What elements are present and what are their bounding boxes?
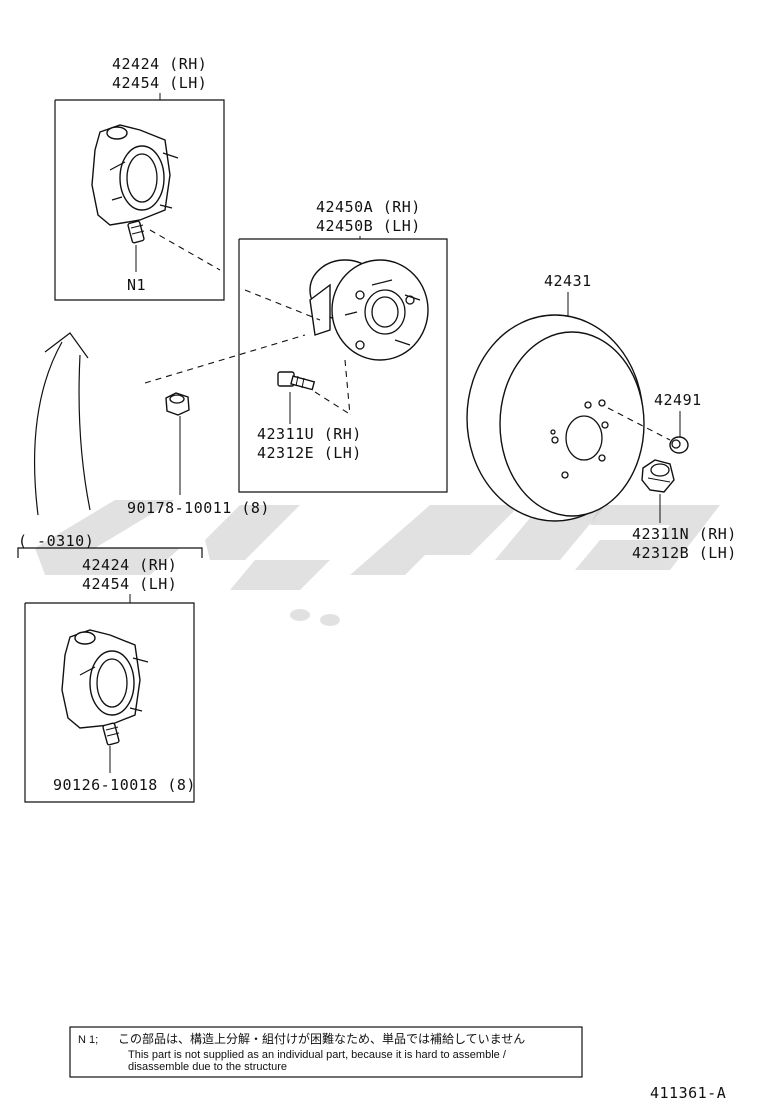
knuckle-upper-part [91, 124, 179, 226]
knuckle-upper-lh-label: 42454 (LH) [112, 74, 207, 92]
wheel-nut-lh-label: 42312B (LH) [632, 544, 737, 562]
knuckle-lower-part [61, 629, 149, 729]
knuckle-lower-lh-label: 42454 (LH) [82, 575, 177, 593]
hub-group: 42450A (RH) 42450B (LH) 4 [144, 198, 448, 493]
hub-lh-label: 42450B (LH) [316, 217, 421, 235]
watermark-logo [35, 500, 720, 626]
knuckle-lower-bolt-label: 90126-10018 (8) [53, 776, 196, 794]
knuckle-upper-group: 42424 (RH) 42454 (LH) N1 [54, 55, 225, 301]
brake-disc-label: 42431 [544, 272, 592, 290]
wheel-nut-part [641, 459, 675, 493]
knuckle-lower-group: ( -0310) 42424 (RH) 42454 (LH) 90126-100… [17, 532, 203, 803]
wheel-nut-group: 42311N (RH) 42312B (LH) [632, 459, 737, 562]
brake-disc-part [466, 314, 645, 522]
range-bracket [17, 547, 203, 558]
knuckle-upper-frame [54, 99, 225, 301]
knuckle-lower-bolt [102, 722, 120, 746]
knuckle-upper-stud [127, 220, 145, 244]
knuckle-upper-note-label: N1 [127, 276, 146, 294]
hub-nut-part [165, 392, 190, 416]
hub-bolt-rh-label: 42311U (RH) [257, 425, 362, 443]
brake-disc-group: 42431 [466, 272, 671, 522]
knuckle-lower-rh-label: 42424 (RH) [82, 556, 177, 574]
hub-bolt-part [277, 371, 316, 391]
plug-part [669, 436, 689, 454]
plug-label: 42491 [654, 391, 702, 409]
hub-rh-label: 42450A (RH) [316, 198, 421, 216]
hub-bolt-lh-label: 42312E (LH) [257, 444, 362, 462]
hub-bearing-part [309, 259, 429, 361]
hub-nut-label: 90178-10011 (8) [127, 499, 270, 517]
footnote-japanese: この部品は、構造上分解・組付けが困難なため、単品では補給していません [118, 1031, 525, 1046]
footnote-frame [69, 1026, 583, 1078]
knuckle-upper-rh-label: 42424 (RH) [112, 55, 207, 73]
range-label: ( -0310) [18, 532, 94, 550]
replacement-arrow [33, 332, 91, 516]
footnote-key: N 1; [78, 1034, 98, 1046]
wheel-nut-rh-label: 42311N (RH) [632, 525, 737, 543]
hub-frame [238, 238, 448, 493]
footnote-box: N 1; この部品は、構造上分解・組付けが困難なため、単品では補給していません … [69, 1026, 583, 1078]
figure-code: 411361-A [650, 1084, 726, 1102]
footnote-english-line1: This part is not supplied as an individu… [128, 1049, 507, 1061]
hub-nut-group: 90178-10011 (8) [127, 392, 270, 517]
plug-group: 42491 [654, 391, 702, 454]
footnote-english-line2: disassemble due to the structure [128, 1061, 287, 1073]
knuckle-lower-frame [24, 602, 195, 803]
